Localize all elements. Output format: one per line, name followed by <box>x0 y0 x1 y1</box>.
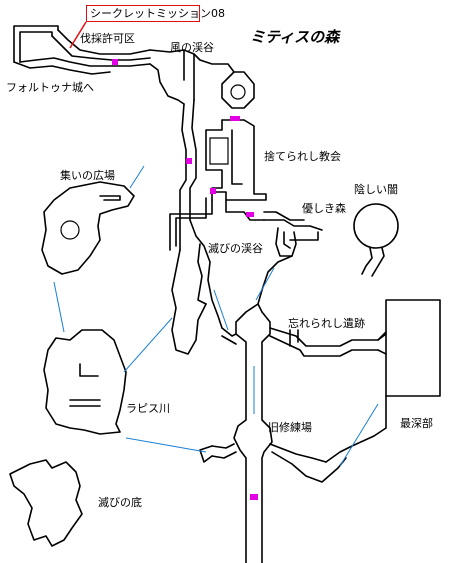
arrow-river-valley <box>123 317 173 373</box>
doors <box>112 59 258 500</box>
lapis-river-area <box>43 329 127 435</box>
label-wind-valley: 風の渓谷 <box>170 41 214 54</box>
door-central-1 <box>186 158 192 164</box>
label-fortuna: フォルトゥナ城へ <box>6 81 94 94</box>
callout-label: シークレットミッション08 <box>90 7 225 20</box>
door-lumber <box>112 59 118 65</box>
label-old-training: 旧修練場 <box>268 421 312 434</box>
old-training-area <box>199 395 387 483</box>
label-ruin-valley: 滅びの渓谷 <box>208 242 263 255</box>
door-south <box>250 494 258 500</box>
arrow-river-training <box>125 437 207 453</box>
label-plaza: 集いの広場 <box>60 169 115 182</box>
label-forgotten-ruins: 忘れられし遺跡 <box>288 317 365 330</box>
upper-corridor <box>149 49 255 109</box>
label-deepest: 最深部 <box>400 417 433 430</box>
ruin-bottom-area <box>9 459 83 547</box>
callout-pointer <box>69 21 87 49</box>
door-central-2 <box>210 188 216 194</box>
forgotten-ruins-area <box>269 299 441 397</box>
connection-arrows <box>53 165 379 467</box>
map-title: ミティスの森 <box>250 28 340 46</box>
fortuna-entrance-path <box>13 25 151 75</box>
label-lumber: 伐採許可区 <box>80 32 135 45</box>
arrow-plaza-central <box>129 165 145 189</box>
door-wind-valley <box>230 116 240 121</box>
arrow-valley-south <box>213 289 229 331</box>
church-building <box>205 119 267 221</box>
arrow-plaza-river <box>53 281 65 333</box>
label-dark: 陰しい闇 <box>354 183 398 196</box>
label-church: 捨てられし教会 <box>264 150 341 163</box>
central-corridors <box>169 99 223 355</box>
secret-mission-callout: シークレットミッション08 <box>86 5 225 22</box>
label-lapis-river: ラピス川 <box>126 402 170 415</box>
arrow-forest-south <box>255 267 275 301</box>
label-gentle-forest: 優しき森 <box>302 202 346 215</box>
gentle-forest-path <box>257 211 323 305</box>
dark-area <box>353 203 399 277</box>
label-ruin-bottom: 滅びの底 <box>98 496 142 509</box>
arrow-training-deepest <box>339 403 379 467</box>
plaza-area <box>41 181 135 275</box>
door-church-exit <box>246 212 254 217</box>
south-corridor <box>221 303 273 563</box>
